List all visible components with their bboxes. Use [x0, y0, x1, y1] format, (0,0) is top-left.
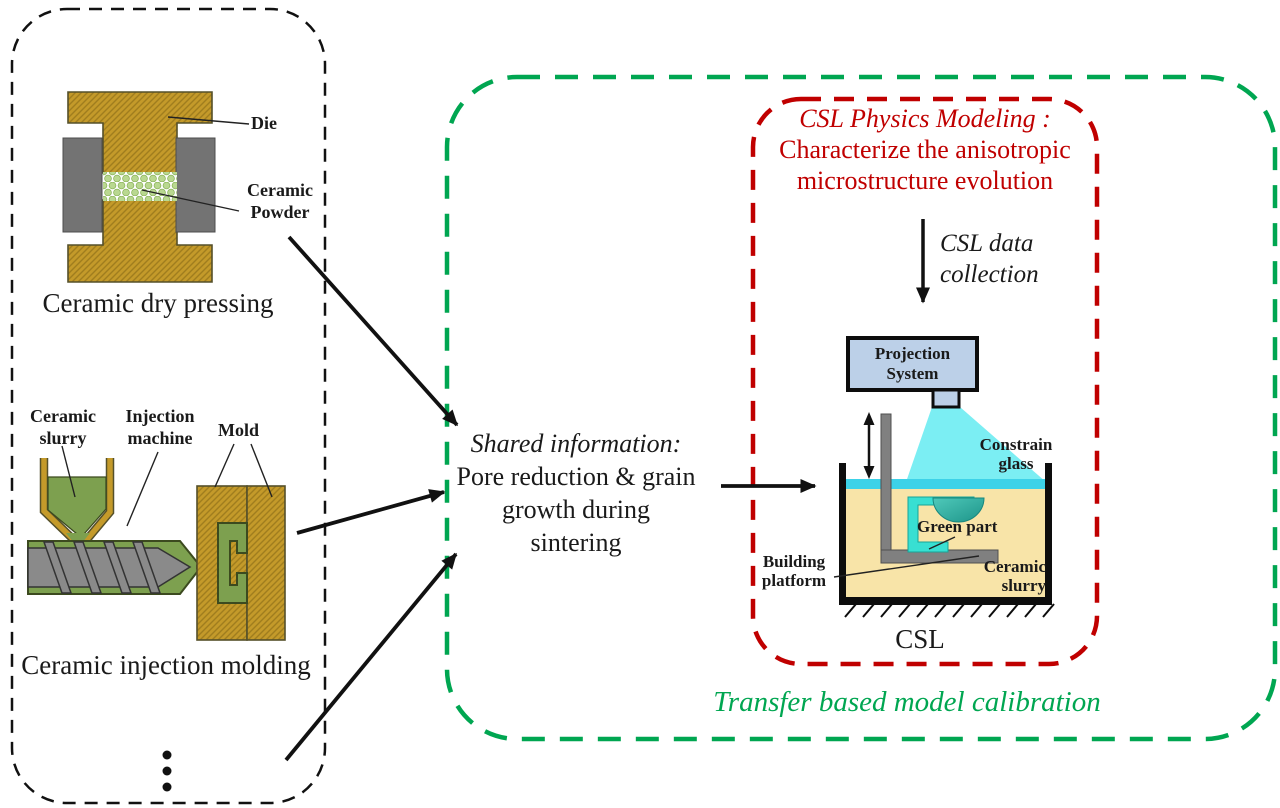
csl-caption: CSL [895, 624, 945, 654]
slurry-leader-line [61, 445, 76, 498]
vat-bottom [839, 597, 1052, 605]
mold-leader-line-left [214, 443, 235, 488]
shared-information-body: Pore reduction & grain growth during sin… [456, 462, 696, 557]
green-part-leader-line [928, 536, 956, 550]
ceramic-powder-fill [103, 172, 177, 201]
dry-pressing-figure [62, 91, 250, 283]
screw-flight [131, 541, 162, 594]
die-leader-line [167, 116, 250, 125]
screw-flight [72, 541, 103, 594]
mold-leader-line-right [250, 443, 273, 498]
injection-molding-caption: Ceramic injection molding [21, 650, 311, 680]
screw-flight [102, 541, 133, 594]
screw-flight [42, 541, 73, 594]
mold-block-right [246, 485, 286, 641]
csl-physics-modeling-text: CSL Physics Modeling : Characterize the … [752, 103, 1098, 196]
csl-modeling-title: CSL Physics Modeling : [799, 104, 1051, 133]
green-part-dome [932, 497, 985, 523]
ceramic-slurry-label: Ceramic slurry [30, 406, 96, 448]
shared-information-title: Shared information: [470, 429, 682, 458]
projection-system-label: Projection System [874, 344, 951, 383]
dry-pressing-caption: Ceramic dry pressing [42, 288, 274, 318]
projector-nozzle [931, 388, 961, 409]
injection-machine-label: Injection machine [125, 406, 195, 448]
projector-box [846, 336, 979, 392]
shared-information-text: Shared information: Pore reduction & gra… [456, 427, 696, 559]
building-platform-label: Building platform [761, 552, 827, 590]
injection-molding-figure [27, 443, 286, 641]
ellipsis-dots [162, 750, 172, 792]
machine-leader-line [126, 451, 159, 527]
arrow-injection-to-shared [296, 489, 446, 535]
ceramic-powder-label: Ceramic Powder [247, 180, 313, 222]
mold-cavity-part [217, 522, 248, 604]
connector-arrows [284, 219, 930, 762]
punch-right [175, 137, 216, 233]
z-stage-rod [880, 413, 892, 555]
constrain-glass-layer [846, 479, 1045, 489]
csl-modeling-body: Characterize the anisotropic microstruct… [779, 135, 1071, 195]
transfer-calibration-caption: Transfer based model calibration [713, 686, 1101, 718]
csl-apparatus-figure [833, 336, 1055, 618]
mold-label: Mold [218, 420, 260, 440]
vat-wall-right [1045, 463, 1052, 605]
vat-ceramic-slurry-label: Ceramic slurry [983, 557, 1046, 595]
green-part-label: Green part [917, 517, 998, 536]
csl-data-collection-label: CSL data collection [940, 230, 1039, 288]
die-label: Die [251, 113, 277, 133]
projection-cone [906, 407, 1046, 482]
ground-hatching [844, 603, 1055, 618]
powder-leader-line [141, 189, 240, 212]
arrow-ellipsis-to-shared [284, 552, 458, 762]
arrow-dry-press-to-shared [287, 235, 459, 427]
building-platform-leader-line [833, 555, 980, 578]
constrain-glass-label: Constrain glass [979, 435, 1053, 473]
punch-left [62, 137, 103, 233]
z-stage-double-arrow [863, 412, 875, 479]
csl-modeling-border [750, 96, 1100, 667]
transfer-calibration-border [444, 74, 1278, 742]
vat-wall-left [839, 463, 846, 605]
